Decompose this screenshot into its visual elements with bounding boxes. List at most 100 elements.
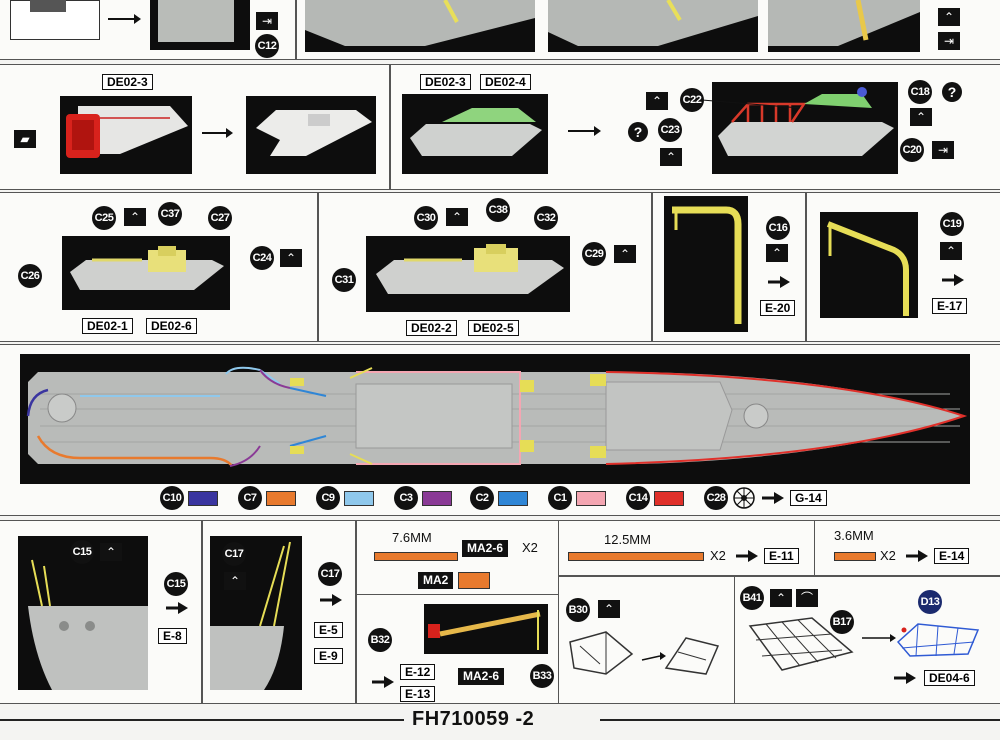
boat2-shape bbox=[376, 244, 564, 294]
boat1-icon-up-2: ⌃ bbox=[280, 249, 302, 267]
row1-part-sketch-top bbox=[30, 0, 66, 12]
part-c22: C22 bbox=[680, 88, 704, 112]
row1-icon-flag: ⇥ bbox=[256, 12, 278, 30]
row2-p1-label: DE02-3 bbox=[102, 74, 153, 90]
part-c25: C25 bbox=[92, 206, 116, 230]
legend-swatch-7 bbox=[654, 491, 684, 506]
row1-icon-flag-2: ⇥ bbox=[938, 32, 960, 50]
row2-icon-up-1: ⌃ bbox=[646, 92, 668, 110]
rod1-mult: X2 bbox=[522, 540, 538, 555]
row5-panel-b30 bbox=[558, 576, 736, 704]
row1-photo-3-deck bbox=[548, 0, 758, 46]
part-c18: C18 bbox=[908, 80, 932, 104]
row2-icon-up-2: ⌃ bbox=[660, 148, 682, 166]
row2-question-2: ? bbox=[942, 82, 962, 102]
b30-icon-up: ⌃ bbox=[598, 600, 620, 618]
row2-leader-c22 bbox=[701, 99, 801, 109]
crane1-arrow bbox=[768, 276, 790, 288]
part-b30: B30 bbox=[566, 598, 590, 622]
part-c30: C30 bbox=[414, 206, 438, 230]
footer-rule-left bbox=[0, 719, 404, 721]
legend-swatch-4 bbox=[422, 491, 452, 506]
boat2-icon-up-2: ⌃ bbox=[614, 245, 636, 263]
footer-rule-right bbox=[600, 719, 1000, 721]
rod3-bar bbox=[834, 552, 876, 561]
c17-label-photo: C17 bbox=[222, 542, 246, 566]
boat1-shape bbox=[70, 246, 224, 290]
row1-icon-up: ⌃ bbox=[938, 8, 960, 26]
c17-icon-up: ⌃ bbox=[224, 572, 246, 590]
b30-frame-drawing bbox=[569, 631, 720, 675]
row2-icon-flag: ⇥ bbox=[932, 141, 954, 159]
rod2-arrow bbox=[736, 550, 758, 562]
legend-wheel-target: G-14 bbox=[790, 490, 827, 506]
rod1-mat2: MA2 bbox=[418, 572, 454, 589]
row1-arrow bbox=[108, 14, 141, 24]
row1-photo-1-part bbox=[158, 0, 234, 42]
c15-target: E-8 bbox=[158, 628, 187, 644]
rod1-material: MA2-6 bbox=[462, 540, 509, 557]
part-c24: C24 bbox=[250, 246, 274, 270]
boat2-icon-up: ⌃ bbox=[446, 208, 468, 226]
rod1-bar bbox=[374, 552, 458, 561]
b41-target: DE04-6 bbox=[924, 670, 975, 686]
rod3-arrow bbox=[906, 550, 928, 562]
legend-swatch-6 bbox=[576, 491, 606, 506]
row2-arrow-2 bbox=[568, 126, 601, 136]
legend-swatch-5 bbox=[498, 491, 528, 506]
mast-shape bbox=[428, 610, 541, 650]
legend-part-6: C1 bbox=[548, 486, 572, 510]
c15-arrow bbox=[166, 602, 188, 614]
boat-cabin-shape bbox=[410, 108, 542, 156]
legend-part-7: C14 bbox=[626, 486, 650, 510]
legend-part-wheel: C28 bbox=[704, 486, 728, 510]
c15-label-photo: C15 bbox=[70, 540, 94, 564]
c17-target-2: E-9 bbox=[314, 648, 343, 664]
boat1-icon-up: ⌃ bbox=[124, 208, 146, 226]
row2-arrow-1 bbox=[202, 128, 233, 138]
c15-shape bbox=[28, 559, 148, 690]
row2-question-1: ? bbox=[628, 122, 648, 142]
part-c26: C26 bbox=[18, 264, 42, 288]
crane1-shape bbox=[672, 206, 742, 324]
rod2-length: 12.5MM bbox=[604, 532, 651, 547]
row2-p2-label-1: DE02-3 bbox=[420, 74, 471, 90]
part-b33: B33 bbox=[530, 664, 554, 688]
row2-p2-label-2: DE02-4 bbox=[480, 74, 531, 90]
legend-part-3: C9 bbox=[316, 486, 340, 510]
boat2-label-1: DE02-2 bbox=[406, 320, 457, 336]
row1-photo-2-deck bbox=[305, 0, 535, 46]
footer-page-code: FH710059 -2 bbox=[412, 708, 535, 730]
rod3-target: E-14 bbox=[934, 548, 970, 564]
b41-icon-up: ⌃ bbox=[770, 589, 792, 607]
part-c31: C31 bbox=[332, 268, 356, 292]
crane2-part: C19 bbox=[940, 212, 964, 236]
mast-target-2: E-13 bbox=[400, 686, 436, 702]
legend-part-1: C10 bbox=[160, 486, 184, 510]
part-c32: C32 bbox=[534, 206, 558, 230]
c15-icon-up: ⌃ bbox=[100, 543, 122, 561]
crane2-target: E-17 bbox=[932, 298, 968, 314]
part-c23: C23 bbox=[658, 118, 682, 142]
row1-part-c12: C12 bbox=[255, 34, 279, 58]
legend-part-5: C2 bbox=[470, 486, 494, 510]
crane2-icon-up: ⌃ bbox=[940, 242, 962, 260]
rod3-mult: X2 bbox=[880, 548, 896, 563]
mast-photo bbox=[424, 604, 548, 654]
crane2-arrow bbox=[942, 274, 964, 286]
deck-plan bbox=[26, 366, 968, 467]
c15-label: C15 bbox=[164, 572, 188, 596]
boat-frame-shape bbox=[718, 87, 894, 156]
mast-arrow bbox=[372, 676, 394, 688]
part-d13: D13 bbox=[918, 590, 942, 614]
crane1-icon-up: ⌃ bbox=[766, 244, 788, 262]
c17-arrow bbox=[320, 594, 342, 606]
legend-part-4: C3 bbox=[394, 486, 418, 510]
legend-part-2: C7 bbox=[238, 486, 262, 510]
rod2-bar bbox=[568, 552, 704, 561]
part-b32: B32 bbox=[368, 628, 392, 652]
boat2-label-2: DE02-5 bbox=[468, 320, 519, 336]
boat1-label-2: DE02-6 bbox=[146, 318, 197, 334]
part-c29: C29 bbox=[582, 242, 606, 266]
legend-swatch-2 bbox=[266, 491, 296, 506]
